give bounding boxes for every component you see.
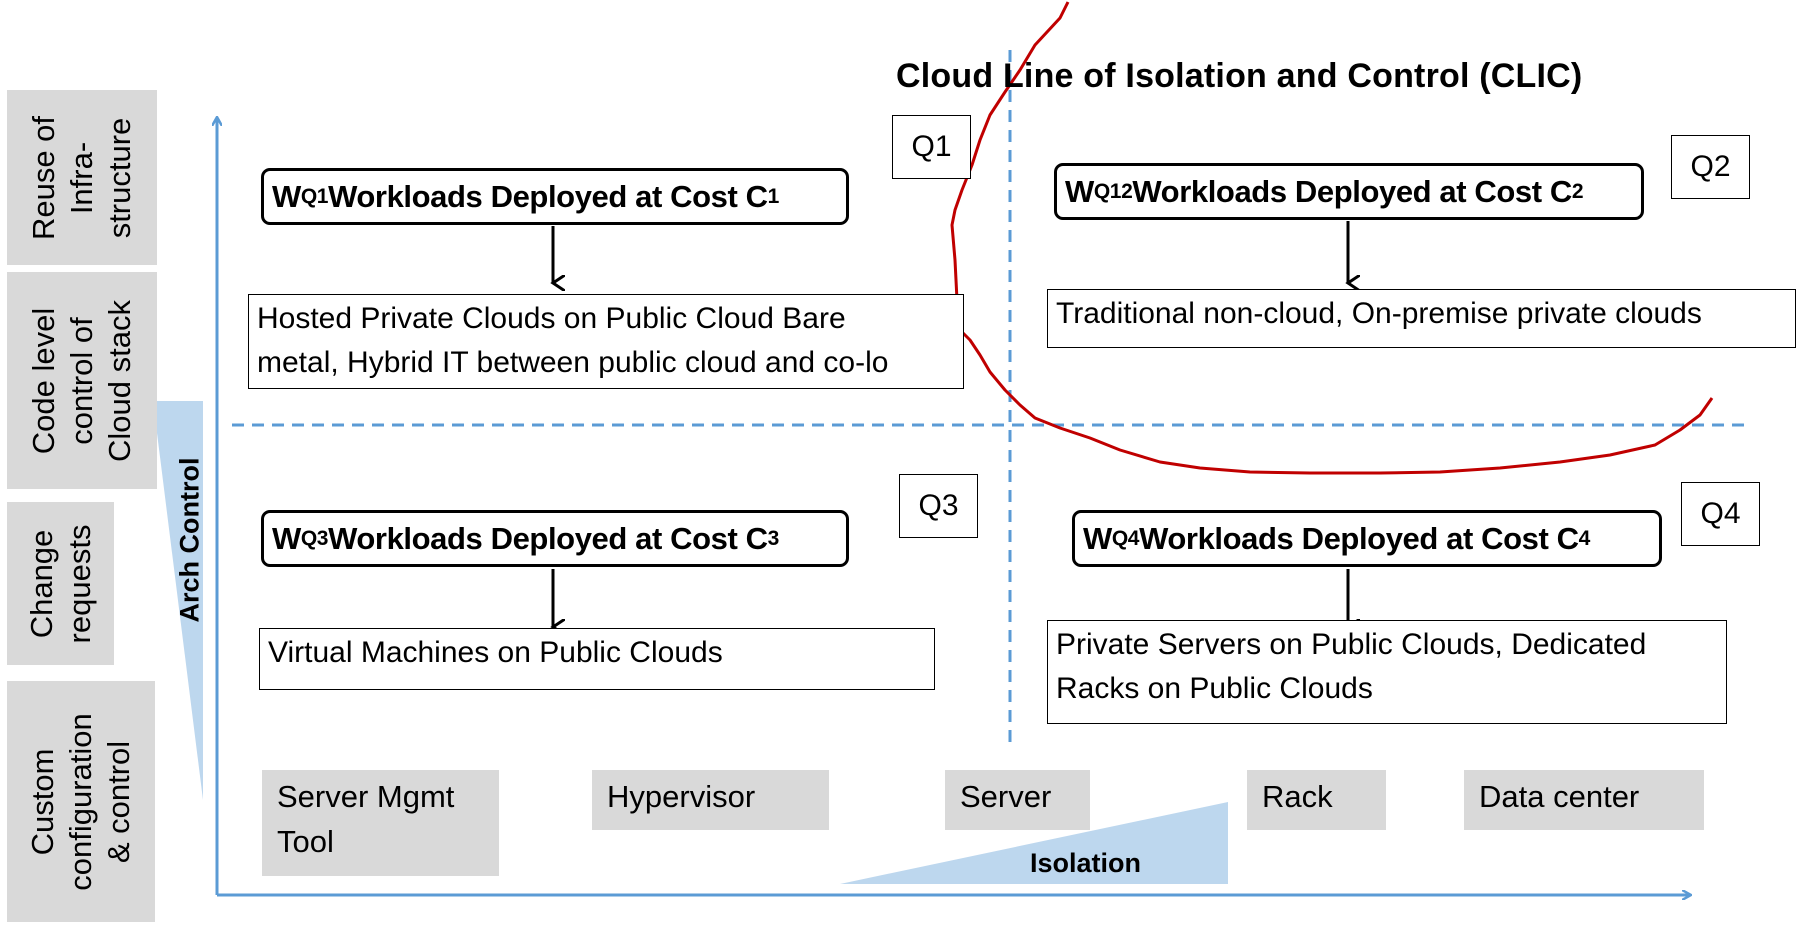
y-label-code-level-control: Code level control of Cloud stack (7, 272, 157, 489)
description-box-q2: Traditional non-cloud, On-premise privat… (1047, 289, 1796, 348)
isolation-wedge (840, 802, 1228, 884)
y-label-reuse-of-infrastructure: Reuse of Infra- structure (7, 90, 157, 265)
diagram-title: Cloud Line of Isolation and Control (CLI… (896, 57, 1583, 95)
y-axis-name: Arch Control (174, 457, 205, 623)
clic-line (950, 1, 1714, 475)
quadrant-label-q1: Q1 (892, 115, 971, 179)
quadrant-label-q3: Q3 (899, 474, 978, 538)
x-label-server: Server (945, 770, 1090, 830)
description-box-q3: Virtual Machines on Public Clouds (259, 628, 935, 690)
y-label-custom-configuration: Custom configuration & control (7, 681, 155, 922)
y-label-change-requests: Change requests (7, 502, 114, 665)
description-box-q4: Private Servers on Public Clouds, Dedica… (1047, 620, 1727, 724)
x-label-server-mgmt-tool: Server Mgmt Tool (262, 770, 499, 876)
description-box-q1: Hosted Private Clouds on Public Cloud Ba… (248, 294, 964, 389)
x-label-rack: Rack (1247, 770, 1386, 830)
quadrant-label-q2: Q2 (1671, 135, 1750, 199)
x-label-hypervisor: Hypervisor (592, 770, 829, 830)
x-axis-name: Isolation (1030, 848, 1142, 878)
x-label-data-center: Data center (1464, 770, 1704, 830)
arch-control-wedge (153, 401, 203, 800)
quadrant-label-q4: Q4 (1681, 482, 1760, 546)
